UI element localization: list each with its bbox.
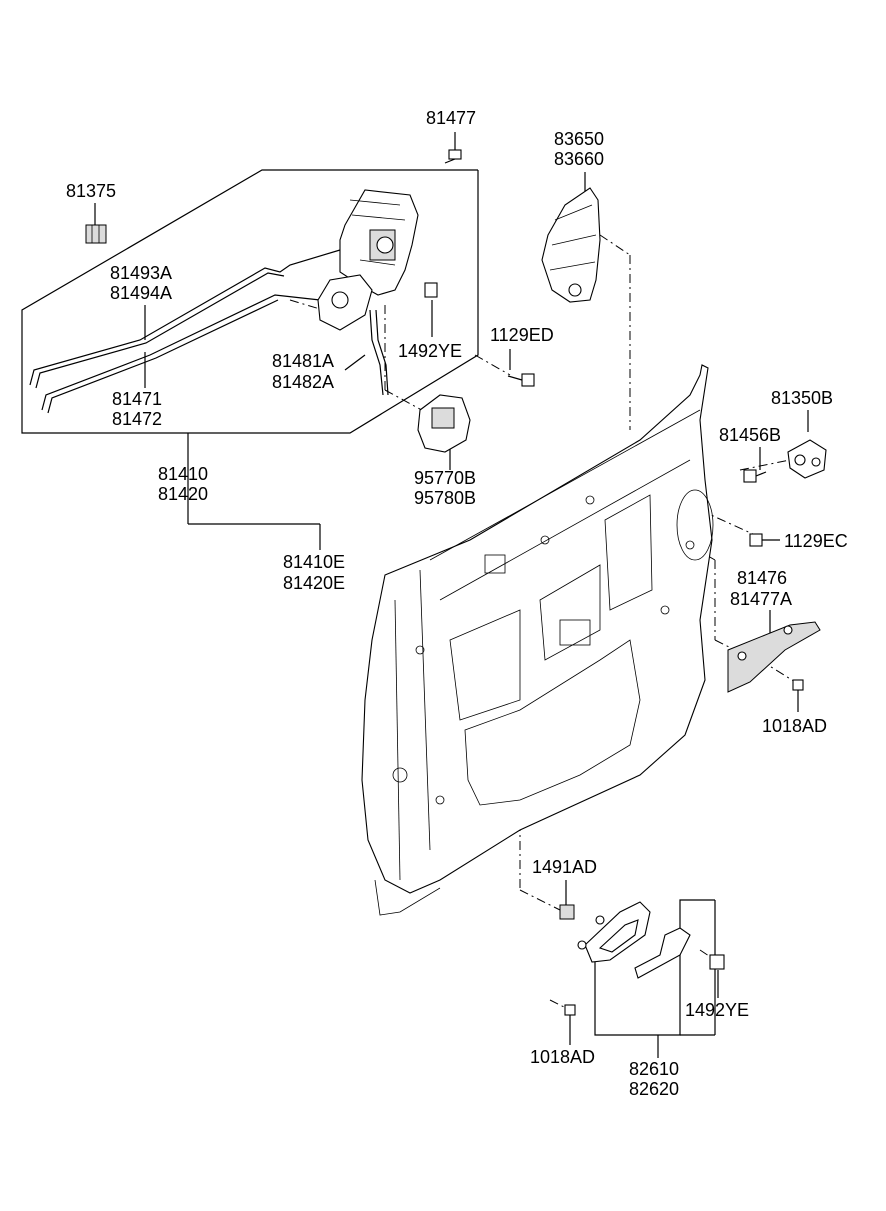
label-1491AD: 1491AD (532, 857, 597, 877)
bracket-81476 (727, 621, 821, 693)
inside-door-handle (577, 901, 691, 979)
label-81456B: 81456B (719, 425, 781, 445)
label-82610: 82610 (629, 1059, 679, 1079)
label-81494A: 81494A (110, 283, 172, 303)
screw-1018AD-right (792, 679, 804, 691)
label-81477A: 81477A (730, 589, 792, 609)
label-81410: 81410 (158, 464, 208, 484)
label-81476: 81476 (737, 568, 787, 588)
label-81420: 81420 (158, 484, 208, 504)
door-lock-actuator (417, 394, 471, 453)
label-95780B: 95780B (414, 488, 476, 508)
label-83660: 83660 (554, 149, 604, 169)
latch-rods (29, 249, 389, 414)
label-81472: 81472 (112, 409, 162, 429)
label-81350B: 81350B (771, 388, 833, 408)
striker-81350B (787, 439, 827, 479)
label-81410E: 81410E (283, 552, 345, 572)
label-81477: 81477 (426, 108, 476, 128)
label-1492YE-bottom: 1492YE (685, 1000, 749, 1020)
label-1129EC: 1129EC (784, 531, 848, 551)
label-1018AD-bottom: 1018AD (530, 1047, 595, 1067)
label-82620: 82620 (629, 1079, 679, 1099)
label-1018AD-right: 1018AD (762, 716, 827, 736)
outside-handle-bracket (541, 187, 601, 303)
clip-1491AD (559, 904, 575, 920)
leader-lines (94, 132, 809, 1058)
label-95770B: 95770B (414, 468, 476, 488)
label-81420E: 81420E (283, 573, 345, 593)
screw-81477 (444, 149, 462, 164)
label-1492YE-top: 1492YE (398, 341, 462, 361)
bolt-1129EC (749, 533, 763, 547)
label-81493A: 81493A (110, 263, 172, 283)
screw-1018AD-bottom (564, 1004, 576, 1016)
label-83650: 83650 (554, 129, 604, 149)
bolt-1129ED (507, 373, 535, 387)
nut-1492YE-bottom (709, 954, 725, 970)
label-1129ED: 1129ED (490, 325, 554, 345)
door-inner-panel (361, 364, 714, 916)
part-labels: 81477 83650 83660 81375 81493A 81494A 14… (66, 108, 848, 1099)
label-81481A: 81481A (272, 351, 334, 371)
small-parts (85, 149, 827, 1016)
bolt-81456B (743, 469, 767, 483)
label-81471: 81471 (112, 389, 162, 409)
door-latch-assembly (317, 189, 419, 331)
label-81482A: 81482A (272, 372, 334, 392)
latch-assembly-group-box (21, 169, 479, 550)
nut-1492YE-top (424, 282, 438, 298)
clip-81375 (85, 224, 107, 244)
label-81375: 81375 (66, 181, 116, 201)
